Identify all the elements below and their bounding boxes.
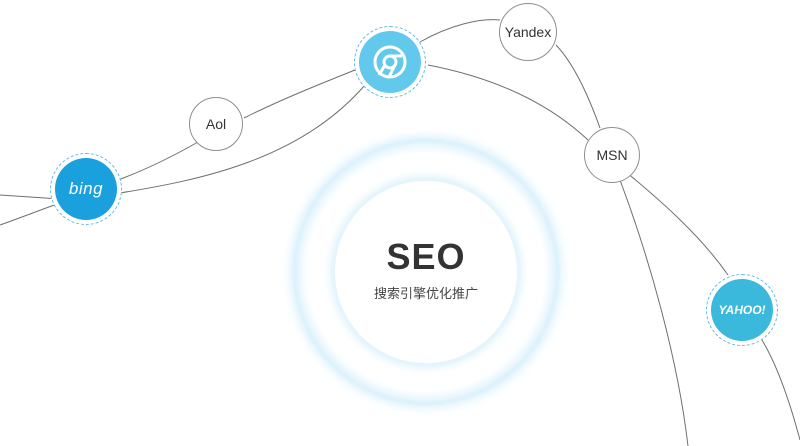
line-msn-to-yahoo	[625, 171, 729, 276]
chrome-logo-icon	[359, 31, 421, 93]
line-yandex-to-msn	[555, 44, 601, 129]
line-aol-to-chrome	[243, 69, 356, 119]
yahoo-logo-icon: YAHOO!	[711, 279, 773, 341]
msn-node[interactable]: MSN	[584, 127, 640, 183]
bing-label: bing	[68, 179, 104, 198]
aol-node[interactable]: Aol	[189, 97, 243, 151]
line-edge-to-bing-upper	[0, 194, 61, 200]
seo-subtitle: 搜索引擎优化推广	[373, 286, 478, 302]
line-chrome-to-msn	[427, 64, 589, 141]
yahoo-label: YAHOO!	[718, 303, 766, 317]
chrome-node[interactable]	[354, 26, 426, 98]
seo-center-circle: SEO 搜索引擎优化推广	[335, 181, 517, 363]
aol-label: Aol	[205, 116, 227, 132]
yandex-node[interactable]: Yandex	[499, 3, 557, 61]
line-yahoo-down	[761, 339, 800, 441]
seo-title: SEO	[386, 235, 466, 277]
line-bing-to-aol	[117, 141, 199, 181]
bing-node[interactable]: bing	[50, 153, 122, 225]
line-chrome-to-yandex	[419, 19, 501, 43]
bing-logo-icon: bing	[55, 158, 117, 220]
line-bing-to-chrome	[119, 84, 366, 194]
yandex-label: Yandex	[504, 24, 552, 40]
line-msn-down	[619, 179, 689, 446]
msn-label: MSN	[596, 147, 628, 163]
chrome-icon	[373, 45, 407, 79]
line-edge-to-bing-lower	[0, 202, 61, 226]
yahoo-node[interactable]: YAHOO!	[706, 274, 778, 346]
